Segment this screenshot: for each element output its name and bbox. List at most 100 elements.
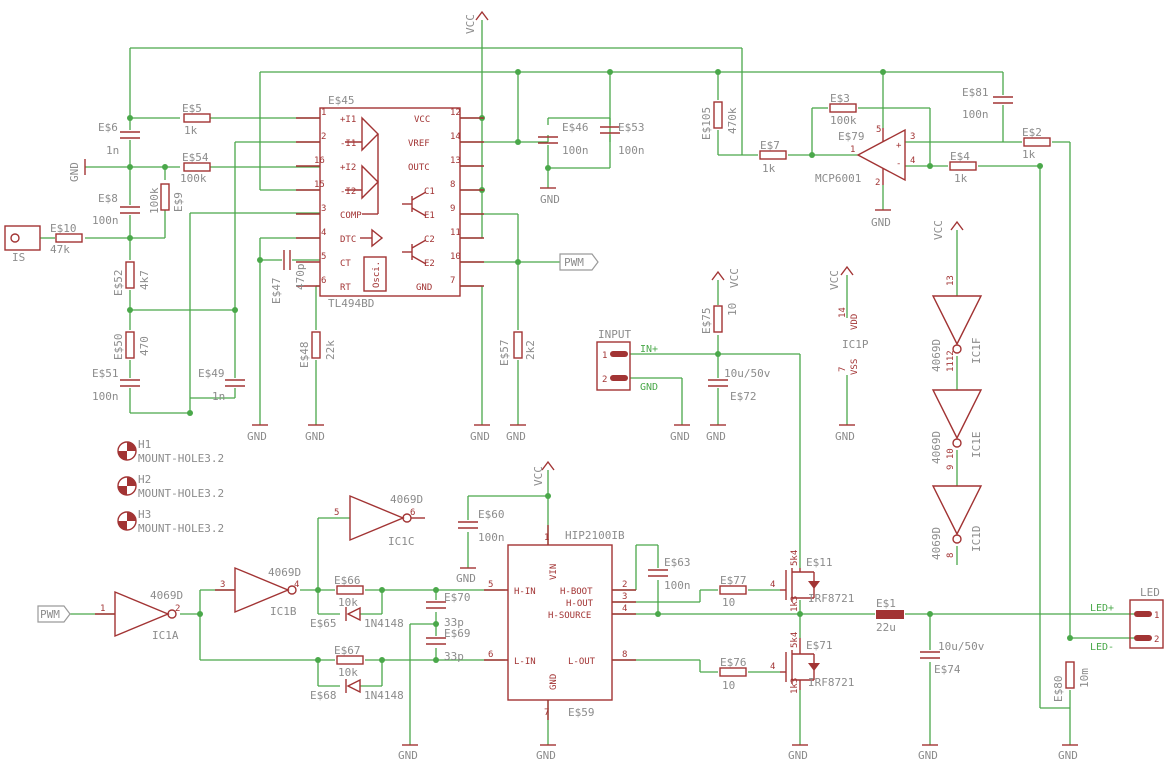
svg-text:MOUNT-HOLE3.2: MOUNT-HOLE3.2 [138,487,224,500]
gnd-icon-5: GND [540,187,560,206]
svg-text:LED+: LED+ [1090,603,1114,614]
svg-text:E$10: E$10 [50,222,77,235]
resistor-e50 [125,331,135,359]
svg-text:E$80: E$80 [1052,676,1065,703]
svg-text:LED: LED [1140,586,1160,599]
resistor-e52 [125,261,135,289]
svg-text:E$76: E$76 [720,656,747,669]
svg-text:4069D: 4069D [930,431,943,464]
svg-text:GND: GND [706,430,726,443]
svg-text:10: 10 [722,596,735,609]
svg-text:100n: 100n [478,531,505,544]
svg-text:GND: GND [247,430,267,443]
gnd-icon-2: GND [305,424,325,443]
error-amp-2-icon [361,164,379,200]
inductor-value: 22u [876,621,896,634]
svg-text:COMP: COMP [340,211,362,221]
vcc-icon-4: VCC [932,220,964,240]
svg-text:DTC: DTC [340,235,356,245]
svg-text:VIN: VIN [549,564,559,580]
svg-text:4069D: 4069D [150,589,183,602]
svg-text:100k: 100k [148,187,161,214]
resistor-e76 [719,667,747,677]
svg-text:IN+: IN+ [640,344,658,355]
oscillator-block [363,256,387,292]
vcc-symbols: VCC VCC VCC VCC VCC [464,10,964,486]
svg-text:GND: GND [670,430,690,443]
svg-text:E$5: E$5 [182,102,202,115]
svg-text:VCC: VCC [414,115,430,125]
svg-text:33p: 33p [444,616,464,629]
resistor-e75 [713,305,723,333]
svg-text:1N4148: 1N4148 [364,617,404,630]
svg-text:GND: GND [835,430,855,443]
cap-e70 [426,601,446,609]
svg-text:100k: 100k [180,172,207,185]
svg-text:PWM: PWM [40,608,60,621]
svg-text:GND: GND [1058,749,1078,761]
svg-text:H2: H2 [138,473,151,486]
svg-text:E$2: E$2 [1022,126,1042,139]
svg-text:GND: GND [640,382,658,393]
cap-e49 [225,379,245,387]
svg-text:H-BOOT: H-BOOT [560,587,593,597]
svg-text:E$53: E$53 [618,121,645,134]
diode-e68 [346,678,361,694]
svg-text:IS: IS [12,251,25,264]
resistor-e67 [336,655,364,665]
svg-text:LED-: LED- [1090,642,1114,653]
svg-text:4: 4 [294,580,299,590]
inductor-e1 [876,610,904,619]
svg-text:IC1E: IC1E [970,432,983,459]
resistor-e54 [183,162,211,172]
svg-text:6: 6 [488,650,493,660]
resistor-e4 [949,161,977,171]
svg-text:E$46: E$46 [562,121,589,134]
svg-text:C2: C2 [424,235,435,245]
connector-input: INPUT 1 2 IN+ GND [596,328,658,393]
svg-text:100n: 100n [562,144,589,157]
svg-text:H-IN: H-IN [514,587,536,597]
svg-text:6: 6 [410,508,415,518]
inverter-ic1e [931,389,983,448]
svg-text:4: 4 [622,604,627,614]
svg-text:IRF8721: IRF8721 [808,676,854,689]
svg-text:1n: 1n [212,390,225,403]
svg-text:470k: 470k [726,107,739,134]
svg-text:8: 8 [622,650,627,660]
gnd-icon-8: GND [706,424,726,443]
svg-text:IC1B: IC1B [270,605,297,618]
svg-text:14: 14 [838,307,848,318]
svg-text:E$105: E$105 [700,107,713,140]
svg-text:E$6: E$6 [98,121,118,134]
svg-text:10k: 10k [338,666,358,679]
svg-text:PWM: PWM [564,256,584,269]
svg-text:5k4: 5k4 [790,632,800,648]
error-amp-1-icon [361,116,379,152]
svg-text:GND: GND [456,572,476,585]
cap-e53 [600,126,620,134]
svg-text:4: 4 [770,662,775,672]
svg-text:3: 3 [622,592,627,602]
resistor-e9 [160,183,170,211]
svg-text:L-OUT: L-OUT [568,657,596,667]
svg-text:VCC: VCC [828,270,841,290]
tl494-ic: Osci. [296,107,484,297]
svg-text:E$70: E$70 [444,591,471,604]
cap-e69 [426,637,446,645]
junctions [127,69,1073,663]
inductor-name: E$1 [876,597,896,610]
cap-e74 [920,651,940,659]
svg-text:E$66: E$66 [334,574,361,587]
svg-text:4: 4 [321,228,326,238]
svg-text:GND: GND [871,216,891,229]
svg-text:4: 4 [770,580,775,590]
svg-text:IC1P: IC1P [842,338,869,351]
cap-e63 [648,569,668,577]
pwm-flag-out: PWM [559,253,599,271]
svg-text:E$54: E$54 [182,151,209,164]
svg-text:E$63: E$63 [664,556,691,569]
svg-text:E$72: E$72 [730,390,757,403]
